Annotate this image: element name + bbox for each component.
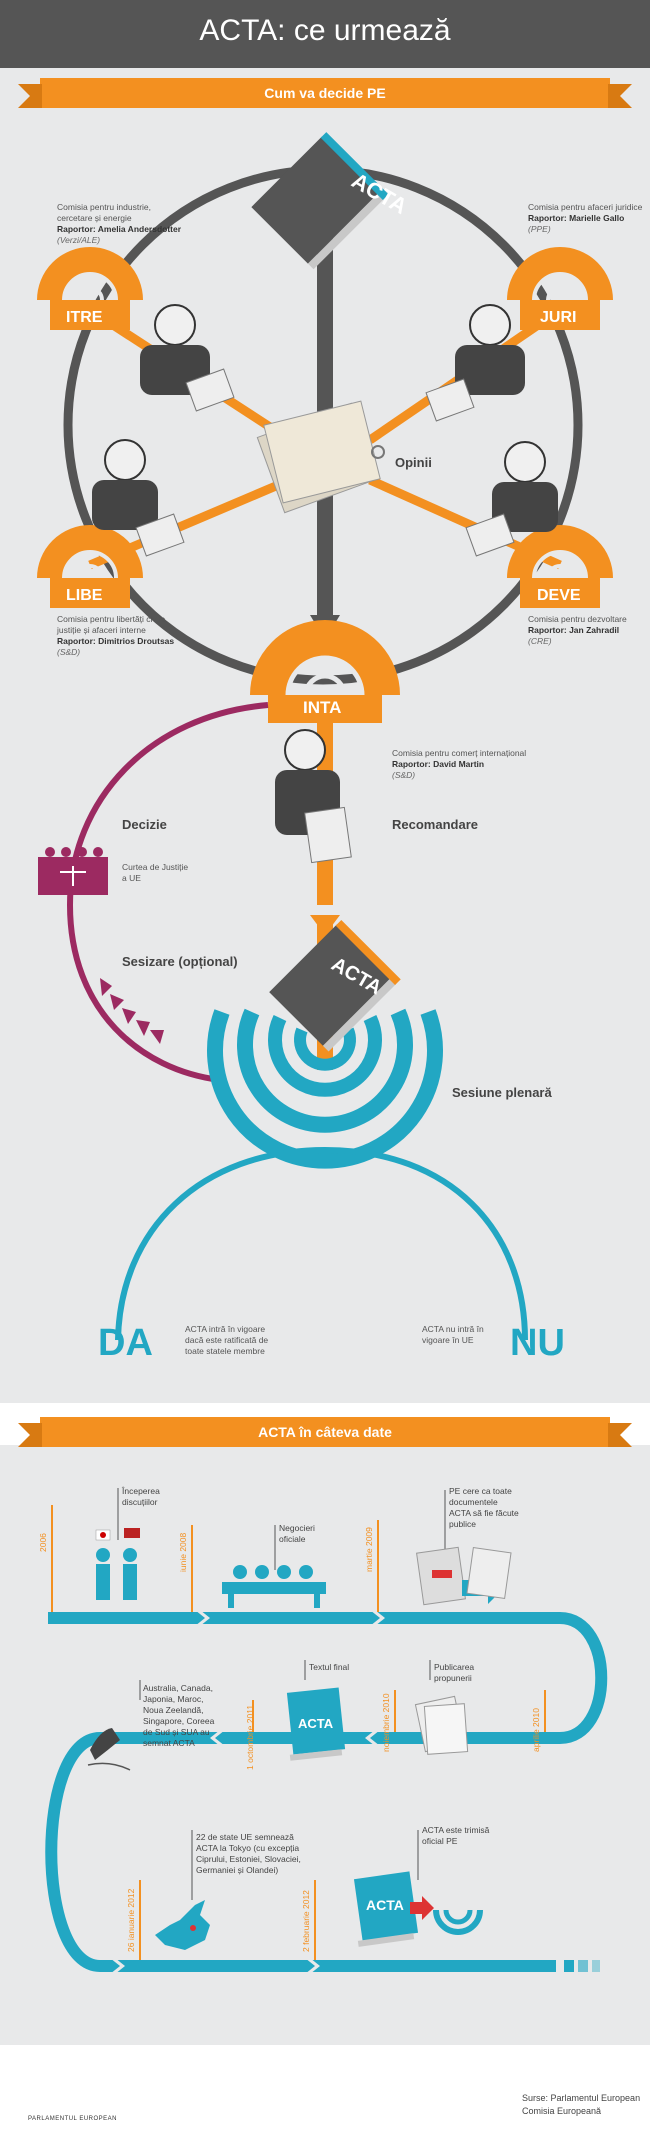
timeline-chevrons: [110, 1610, 385, 1974]
political-group: (CRE): [528, 636, 552, 646]
sources-line-1: Surse: Parlamentul European: [522, 2093, 641, 2103]
committee-name: Comisia pentru comerț internațional: [392, 748, 527, 758]
plenary-rings: [207, 1008, 443, 1169]
committee-code-deve: DEVE: [537, 587, 581, 604]
section-ribbon-decision: Cum va decide PE: [18, 78, 632, 108]
page-title: ACTA: ce urmează: [199, 14, 451, 47]
committee-name: Comisia pentru libertăți civile, justiți…: [57, 614, 168, 635]
acta-book-lower-icon: [269, 919, 401, 1052]
outcome-no: NU: [510, 1322, 565, 1364]
event-date: aprilie 2010: [531, 1708, 541, 1752]
outcome-yes: DA: [98, 1322, 153, 1364]
political-group: (Verzi/ALE): [57, 235, 101, 245]
committee-info-deve: Comisia pentru dezvoltare Raportor: Jan …: [528, 614, 648, 647]
event-date: noiembrie 2010: [381, 1693, 391, 1752]
event-text: Publicarea propunerii: [434, 1662, 475, 1683]
event-date: 26 ianuarie 2012: [126, 1888, 136, 1952]
rapporteur-name: Raportor: Marielle Gallo: [528, 213, 625, 223]
political-group: (PPE): [528, 224, 551, 234]
committee-name: Comisia pentru dezvoltare: [528, 614, 627, 624]
rapporteur-inta-icon: [275, 729, 352, 864]
event-date: 2 februarie 2012: [301, 1890, 311, 1952]
event-date: 2006: [38, 1533, 48, 1552]
rapporteur-name: Raportor: David Martin: [392, 759, 485, 769]
event-text: 22 de state UE semnează ACTA la Tokyo (c…: [196, 1832, 301, 1875]
committee-arch-itre-icon: [37, 247, 143, 330]
sources-line-2: Comisia Europeană: [522, 2106, 602, 2116]
header-bar: [0, 0, 650, 68]
ep-logo-label: PARLAMENTUL EUROPEAN: [28, 2116, 118, 2122]
book-title-final: ACTA: [298, 1716, 334, 1731]
handshake-icon: [95, 1528, 140, 1600]
rapporteur-juri-icon: [455, 304, 525, 395]
footer: [0, 2045, 650, 2135]
acta-book-icon: [251, 132, 389, 270]
referral-chevrons: [100, 978, 164, 1044]
decision-label: Decizie: [122, 817, 167, 832]
rapporteur-name: Raportor: Jan Zahradil: [528, 625, 620, 635]
committee-code-libe: LIBE: [66, 587, 103, 604]
committee-info-juri: Comisia pentru afaceri juridice Raportor…: [528, 202, 648, 235]
court-icon: [38, 847, 108, 895]
outcome-arc: [115, 1146, 528, 1341]
plenary-label: Sesiune plenară: [452, 1085, 552, 1100]
sent-to-parliament-icon: ACTA: [353, 1871, 483, 1947]
outcome-yes-text: ACTA intră în vigoare dacă este ratifica…: [185, 1324, 269, 1356]
committee-info-itre: Comisia pentru industrie, cercetare și e…: [57, 202, 187, 246]
sources: Surse: Parlamentul European Comisia Euro…: [522, 2092, 640, 2118]
committee-code-inta: INTA: [303, 698, 342, 717]
rapporteur-libe-icon: [92, 439, 158, 530]
committee-arch-deve-icon: [507, 525, 613, 608]
political-group: (S&D): [57, 647, 81, 657]
court-label: Curtea de Justiție a UE: [122, 862, 189, 883]
timeline-ticks: [51, 1505, 546, 1960]
section-ribbon-dates: ACTA în câteva date: [18, 1417, 632, 1447]
committee-arch-inta-icon: [250, 620, 400, 723]
referral-arc: [66, 702, 269, 1083]
event-date: martie 2009: [364, 1527, 374, 1572]
committee-info-libe: Comisia pentru libertăți civile, justiți…: [57, 614, 187, 658]
committee-code-itre: ITRE: [66, 309, 103, 326]
documents-icon: [256, 400, 385, 514]
rapporteur-name: Raportor: Amelia Andersdotter: [57, 224, 182, 234]
signing-hand-icon: [87, 1728, 131, 1771]
event-text: ACTA este trimisă oficial PE: [422, 1825, 490, 1846]
timeline-end-blocks: [564, 1960, 600, 1972]
japan-map-icon: [155, 1900, 210, 1950]
final-text-book-icon: ACTA: [286, 1687, 346, 1761]
negotiation-table-icon: [222, 1565, 326, 1608]
paper-icons: [135, 368, 515, 557]
event-text: Australia, Canada, Japonia, Maroc, Noua …: [143, 1683, 215, 1748]
rapporteur-name: Raportor: Dimitrios Droutsas: [57, 636, 175, 646]
event-date: iunie 2008: [178, 1532, 188, 1572]
committee-name: Comisia pentru industrie, cercetare și e…: [57, 202, 152, 223]
committee-arch-juri-icon: [507, 247, 613, 330]
event-date: 1 octombrie 2011: [245, 1704, 255, 1770]
outcome-no-text: ACTA nu intră în vigoare în UE: [422, 1324, 484, 1345]
event-text: PE cere ca toate documentele ACTA să fie…: [449, 1486, 519, 1529]
proposal-documents-icon: [414, 1695, 469, 1755]
public-documents-icon: [416, 1546, 512, 1606]
opinions-label: Opinii: [395, 455, 432, 470]
ribbon-label: ACTA în câteva date: [258, 1424, 392, 1440]
rapporteur-deve-icon: [492, 441, 558, 532]
committee-info-inta: Comisia pentru comerț internațional Rapo…: [392, 748, 542, 781]
ribbon-label: Cum va decide PE: [264, 85, 386, 101]
referral-label: Sesizare (opțional): [122, 954, 238, 969]
recommendation-label: Recomandare: [392, 817, 478, 832]
event-text: Textul final: [309, 1662, 350, 1672]
committee-arch-libe-icon: [37, 525, 143, 608]
committee-code-juri: JURI: [540, 309, 577, 326]
committee-name: Comisia pentru afaceri juridice: [528, 202, 643, 212]
event-text: Negocieri oficiale: [279, 1523, 315, 1544]
political-group: (S&D): [392, 770, 416, 780]
book-title-ep: ACTA: [366, 1897, 404, 1913]
event-text: Începerea discuțiilor: [122, 1486, 160, 1507]
